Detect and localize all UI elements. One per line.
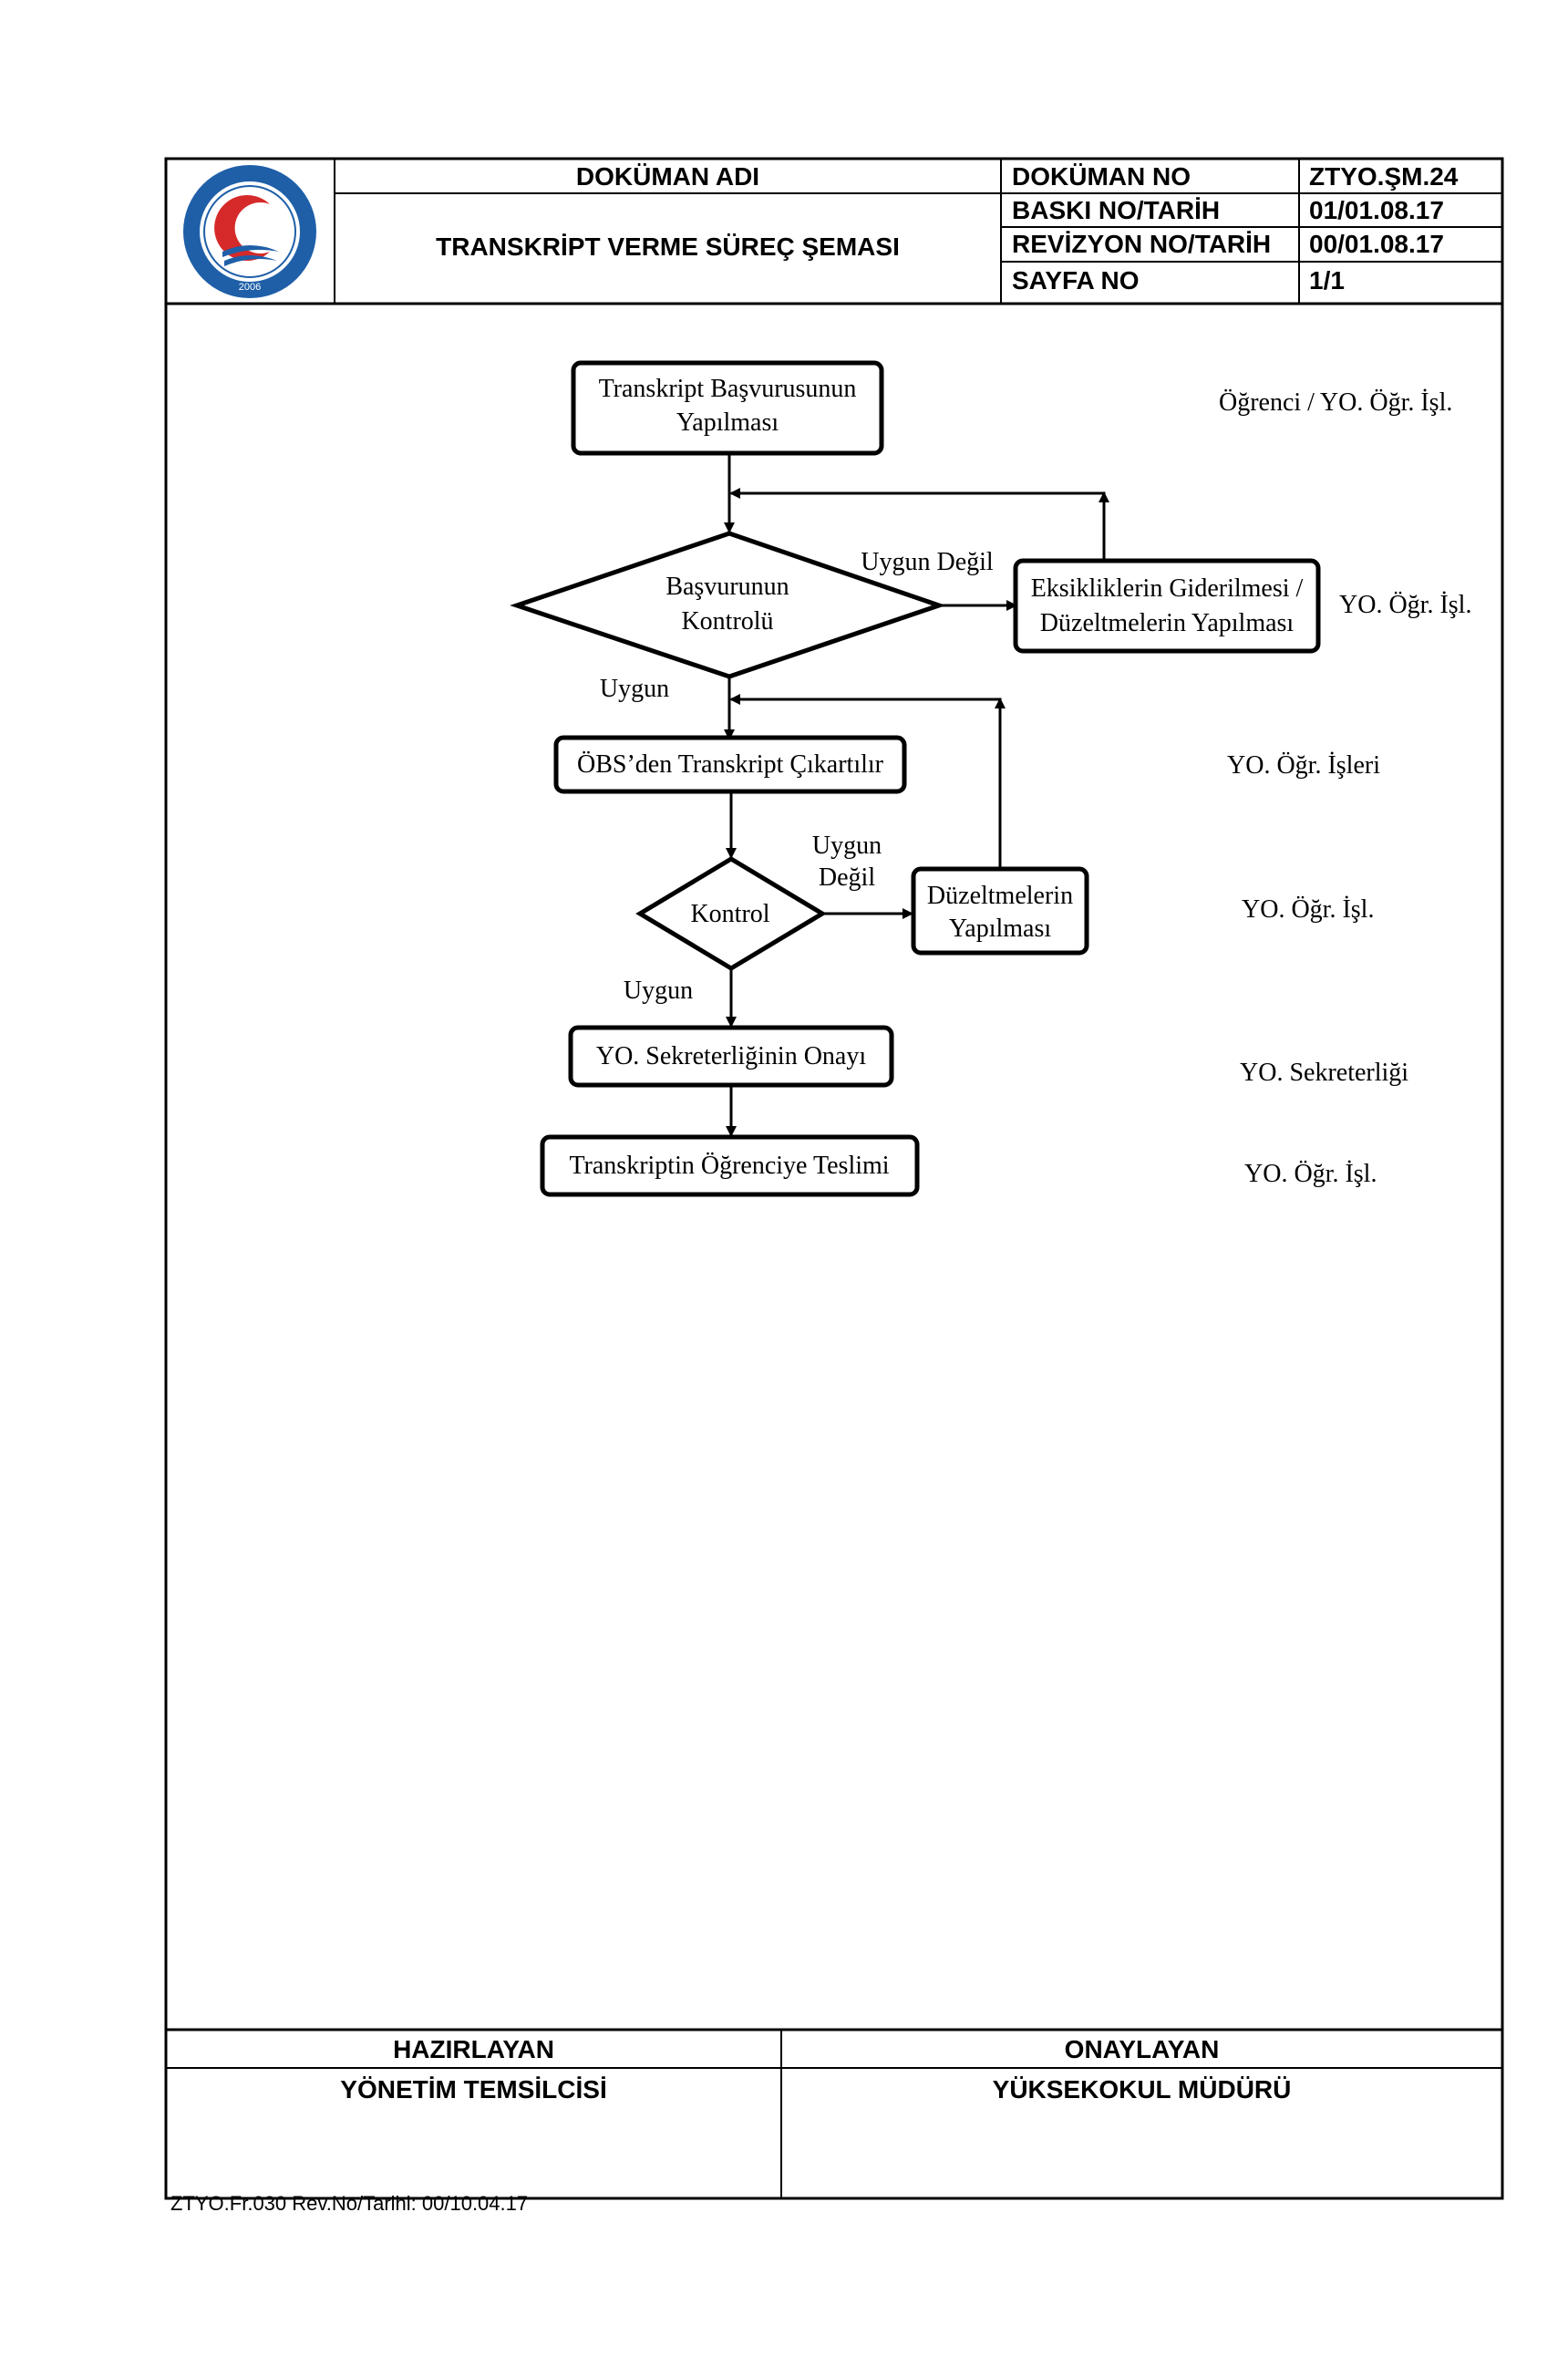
fix2-line1: Düzeltmelerin	[927, 882, 1073, 910]
prepared-by-title: HAZIRLAYAN	[393, 2035, 554, 2063]
decision1-line1: Başvurunun	[665, 573, 789, 601]
meta-value-page: 1/1	[1309, 266, 1345, 295]
decision1-line2: Kontrolü	[681, 607, 773, 636]
doc-name-label: DOKÜMAN ADI	[575, 162, 760, 191]
decision-diamond-control	[635, 856, 827, 971]
process-box-obs-transcript	[553, 735, 907, 794]
seal-year: 2006	[239, 282, 261, 293]
process-box-corrections-1	[1013, 558, 1321, 654]
decision2-no-line1: Uygun	[812, 832, 882, 860]
university-seal-icon: 2006	[183, 165, 316, 298]
process-box-secretary-approval	[568, 1025, 894, 1088]
decision1-yes-label: Uygun	[600, 675, 669, 703]
meta-value-doc-no: ZTYO.ŞM.24	[1309, 162, 1459, 191]
decision2-yes-label: Uygun	[624, 977, 693, 1005]
responsible-step4: YO. Öğr. İşl.	[1244, 1160, 1377, 1188]
responsible-fix1: YO. Öğr. İşl.	[1339, 591, 1472, 619]
decision2-no-line2: Değil	[819, 863, 875, 892]
meta-value-print: 01/01.08.17	[1309, 196, 1444, 224]
fix1-line1: Eksikliklerin Giderilmesi /	[1031, 574, 1304, 603]
decision2-text: Kontrol	[690, 900, 769, 928]
responsible-step1: Öğrenci / YO. Öğr. İşl.	[1219, 388, 1453, 417]
process-box-delivery	[540, 1134, 920, 1197]
prepared-by-role: YÖNETİM TEMSİLCİSİ	[340, 2075, 607, 2104]
step3-text: YO. Sekreterliğinin Onayı	[596, 1042, 866, 1070]
meta-label-page: SAYFA NO	[1012, 266, 1140, 295]
step4-text: Transkriptin Öğrenciye Teslimi	[569, 1152, 889, 1180]
fix1-line2: Düzeltmelerin Yapılması	[1040, 609, 1295, 637]
form-code: ZTYO.Fr.030 Rev.No/Tarihi: 00/10.04.17	[170, 2192, 529, 2215]
approved-by-title: ONAYLAYAN	[1064, 2035, 1220, 2063]
fix2-line2: Yapılması	[949, 915, 1052, 943]
process-box-application	[571, 360, 884, 456]
step1-line1: Transkript Başvurusunun	[599, 375, 857, 403]
page-title: TRANSKRİPT VERME SÜREÇ ŞEMASI	[436, 233, 900, 261]
meta-label-doc-no: DOKÜMAN NO	[1012, 162, 1191, 191]
responsible-step2: YO. Öğr. İşleri	[1227, 751, 1380, 780]
step2-text: ÖBS’den Transkript Çıkartılır	[577, 750, 884, 779]
step1-line2: Yapılması	[676, 408, 779, 437]
responsible-step3: YO. Sekreterliği	[1240, 1059, 1409, 1087]
process-box-corrections-2	[911, 866, 1089, 956]
decision-diamond-application-check	[510, 531, 946, 679]
meta-label-revision: REVİZYON NO/TARİH	[1012, 230, 1272, 258]
meta-value-revision: 00/01.08.17	[1309, 230, 1444, 258]
meta-label-print: BASKI NO/TARİH	[1012, 196, 1221, 224]
responsible-fix2: YO. Öğr. İşl.	[1242, 895, 1375, 924]
decision1-no-label: Uygun Değil	[861, 548, 994, 576]
approved-by-role: YÜKSEKOKUL MÜDÜRÜ	[992, 2075, 1292, 2104]
